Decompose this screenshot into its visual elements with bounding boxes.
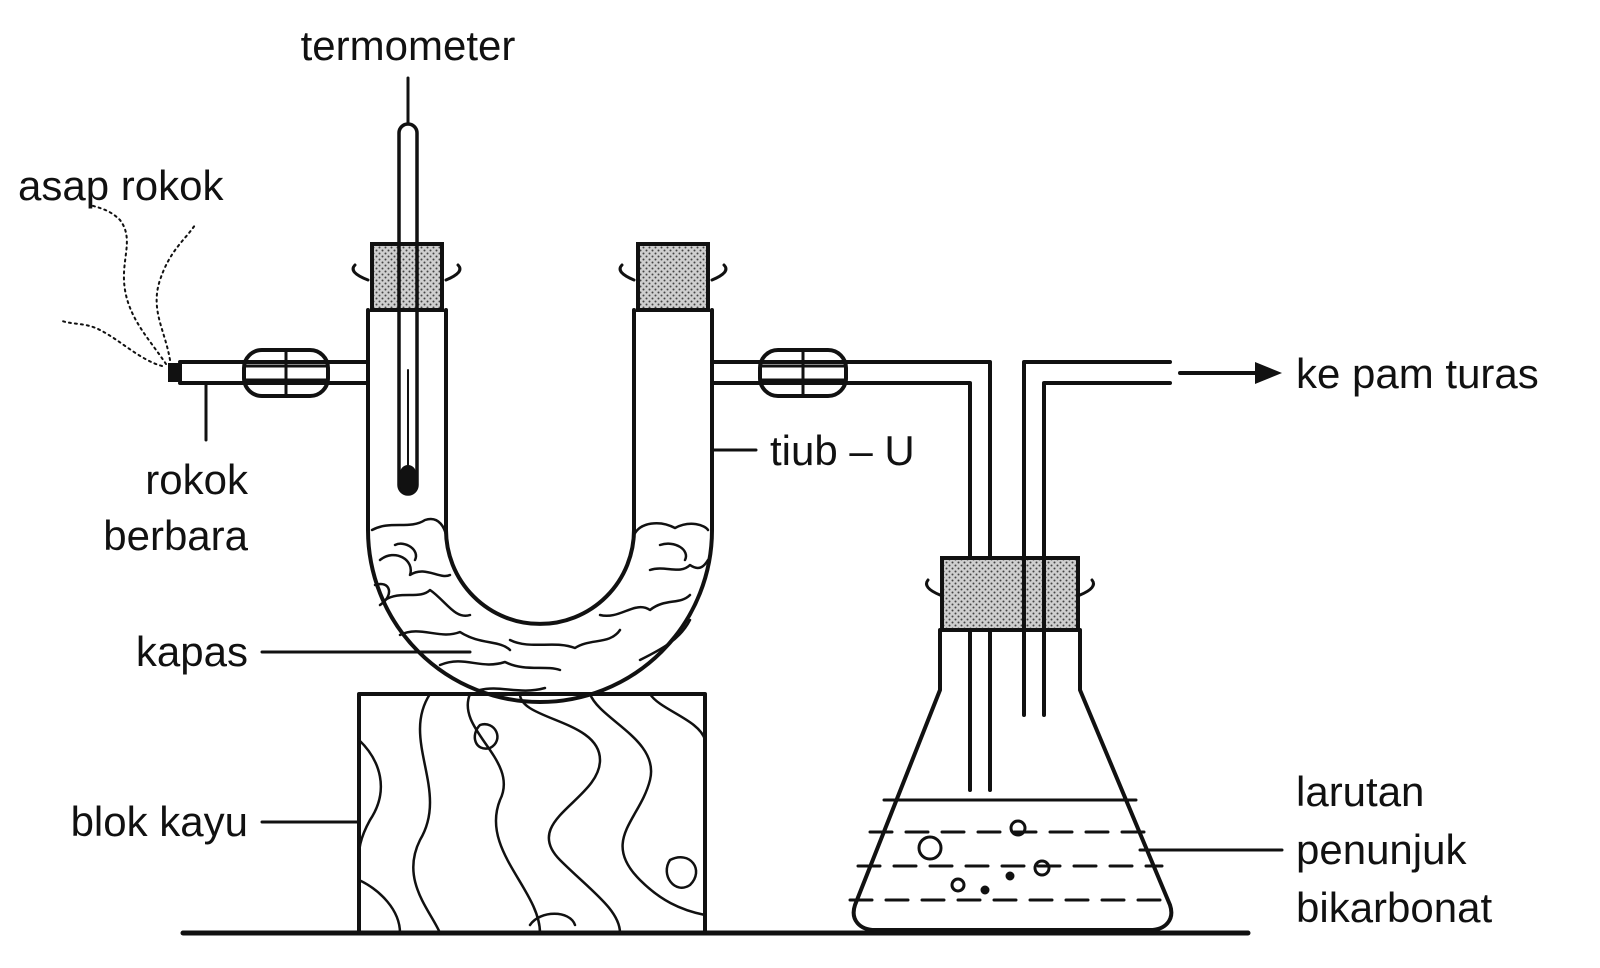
cigarette — [168, 363, 182, 382]
rubber-connector-left — [242, 348, 330, 398]
label-indicator-line2: penunjuk — [1296, 826, 1467, 873]
cotton-wool — [370, 517, 710, 692]
rubber-connector-right — [758, 348, 848, 398]
label-cigarette-line2: berbara — [103, 512, 248, 559]
label-smoke: asap rokok — [18, 162, 224, 209]
smoke — [59, 204, 196, 367]
u-tube-stoppers — [351, 242, 728, 312]
conical-flask — [848, 360, 1174, 932]
label-indicator-line1: larutan — [1296, 768, 1424, 815]
thermometer — [397, 76, 419, 496]
label-cotton: kapas — [136, 628, 248, 675]
label-cigarette-line1: rokok — [145, 456, 249, 503]
label-pump: ke pam turas — [1296, 350, 1539, 397]
pump-arrow — [1178, 362, 1282, 384]
u-tube — [178, 308, 992, 792]
label-indicator-line3: bikarbonat — [1296, 884, 1492, 931]
label-thermometer: termometer — [301, 22, 516, 69]
label-wood-block: blok kayu — [71, 798, 248, 845]
wood-block — [357, 692, 707, 935]
label-utube: tiub – U — [770, 427, 915, 474]
